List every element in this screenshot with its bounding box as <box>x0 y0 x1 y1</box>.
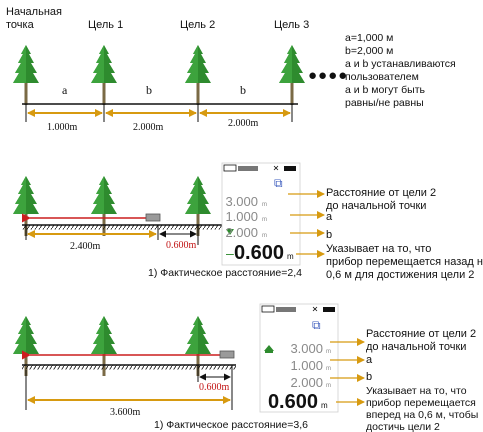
callout-distance-target2: Расстояние от цели 2 до начальной точки <box>366 328 479 353</box>
unit: m <box>262 233 267 239</box>
section-3-forward: 0.600m 3.600m ⧉ 3.000 m 1.000 m 2.000 m … <box>13 303 481 432</box>
display-frame <box>221 162 301 266</box>
section-2-backward: 2.400m 0.600m ⧉ 3.000 m 1.000 m 2.000 m … <box>13 162 483 281</box>
segment-label-b2: b <box>240 83 246 97</box>
direction-down-icon <box>226 229 234 235</box>
unit: m <box>262 202 267 208</box>
device-display: ⧉ 3.000 m 1.000 m 2.000 m – 0.600 m <box>221 162 301 266</box>
segment-label-a: a <box>62 83 68 97</box>
start-point-label-line1: Начальная <box>6 6 62 18</box>
minus-sign: – <box>226 245 234 261</box>
distance-b1: 2.000m <box>133 122 164 133</box>
caption-actual-distance: 1) Фактическое расстояние=2,4 <box>148 267 302 279</box>
status-icon <box>284 166 296 171</box>
unit: m <box>326 366 331 372</box>
note-equal: a и b могут быть <box>345 84 426 96</box>
laser-icon <box>312 306 318 312</box>
ellipsis: ●●●● <box>308 67 348 84</box>
device-display: ⧉ 3.000 m 1.000 m 2.000 m 0.600 m <box>259 303 339 413</box>
start-point-label: Начальная точка <box>6 6 65 31</box>
display-top-value: 3.000 <box>290 341 323 356</box>
display-bottom-value: 2.000 <box>225 225 258 240</box>
note-equal-2: равны/не равны <box>345 97 424 109</box>
segment-mode-icon: ⧉ <box>274 176 283 190</box>
tree-icon <box>279 45 305 105</box>
distance-a: 1.000m <box>47 122 78 133</box>
tree-icon <box>13 45 39 105</box>
note-a: a=1,000 м <box>345 32 393 44</box>
display-top-value: 3.000 <box>225 194 258 209</box>
range-finder-device <box>145 213 161 222</box>
battery-icon <box>261 305 275 313</box>
status-icon <box>323 307 335 312</box>
target1-label: Цель 1 <box>88 19 123 31</box>
unit: m <box>326 349 331 355</box>
direction-up-icon <box>264 345 274 351</box>
start-point-label-line2: точка <box>6 19 35 31</box>
distance-b2: 2.000m <box>228 118 259 129</box>
target3-label: Цель 3 <box>274 19 309 31</box>
settings-notes: a=1,000 м b=2,000 м a и b устанавливаютс… <box>345 32 456 109</box>
unit: m <box>321 401 328 410</box>
section-1-targets: Начальная точка Цель 1 Цель 2 Цель 3 ●●●… <box>6 6 456 133</box>
segment-label-b1: b <box>146 83 152 97</box>
display-main-value: 0.600 <box>268 391 318 413</box>
distance-total: 3.600m <box>110 407 141 418</box>
display-frame <box>259 303 339 413</box>
callout-a: a <box>326 211 333 223</box>
display-middle-value: 1.000 <box>225 209 258 224</box>
mode-icon <box>276 307 296 312</box>
unit: m <box>287 252 294 261</box>
unit: m <box>262 217 267 223</box>
note-user-set-2: пользователем <box>345 71 419 83</box>
laser-icon <box>273 165 279 171</box>
callout-a: a <box>366 354 373 366</box>
ground-hatch <box>22 225 222 230</box>
note-user-set: a и b устанавливаются <box>345 58 456 70</box>
callout-b: b <box>366 371 372 383</box>
distance-remaining: 0.600m <box>199 382 230 393</box>
caption-actual-distance: 1) Фактическое расстояние=3,6 <box>154 419 308 431</box>
callout-forward: Указывает на то, что прибор перемещается… <box>366 385 481 432</box>
display-bottom-value: 2.000 <box>290 375 323 390</box>
display-main-value: 0.600 <box>234 242 284 264</box>
battery-icon <box>223 164 237 172</box>
callout-backward: Указывает на то, что прибор перемещается… <box>326 243 483 281</box>
tree-icon <box>91 45 117 105</box>
callout-b: b <box>326 229 332 241</box>
segment-mode-icon: ⧉ <box>312 318 321 332</box>
ground-hatch <box>22 365 236 370</box>
distance-remaining: 0.600m <box>166 240 197 251</box>
note-b: b=2,000 м <box>345 45 393 57</box>
mode-icon <box>238 166 258 171</box>
display-middle-value: 1.000 <box>290 358 323 373</box>
distance-total: 2.400m <box>70 241 101 252</box>
range-finder-device <box>219 350 235 359</box>
callout-distance-target2: Расстояние от цели 2 до начальной точки <box>326 187 439 212</box>
tree-icon <box>185 45 211 105</box>
target2-label: Цель 2 <box>180 19 215 31</box>
unit: m <box>326 383 331 389</box>
direction-up-icon-base <box>265 351 273 353</box>
